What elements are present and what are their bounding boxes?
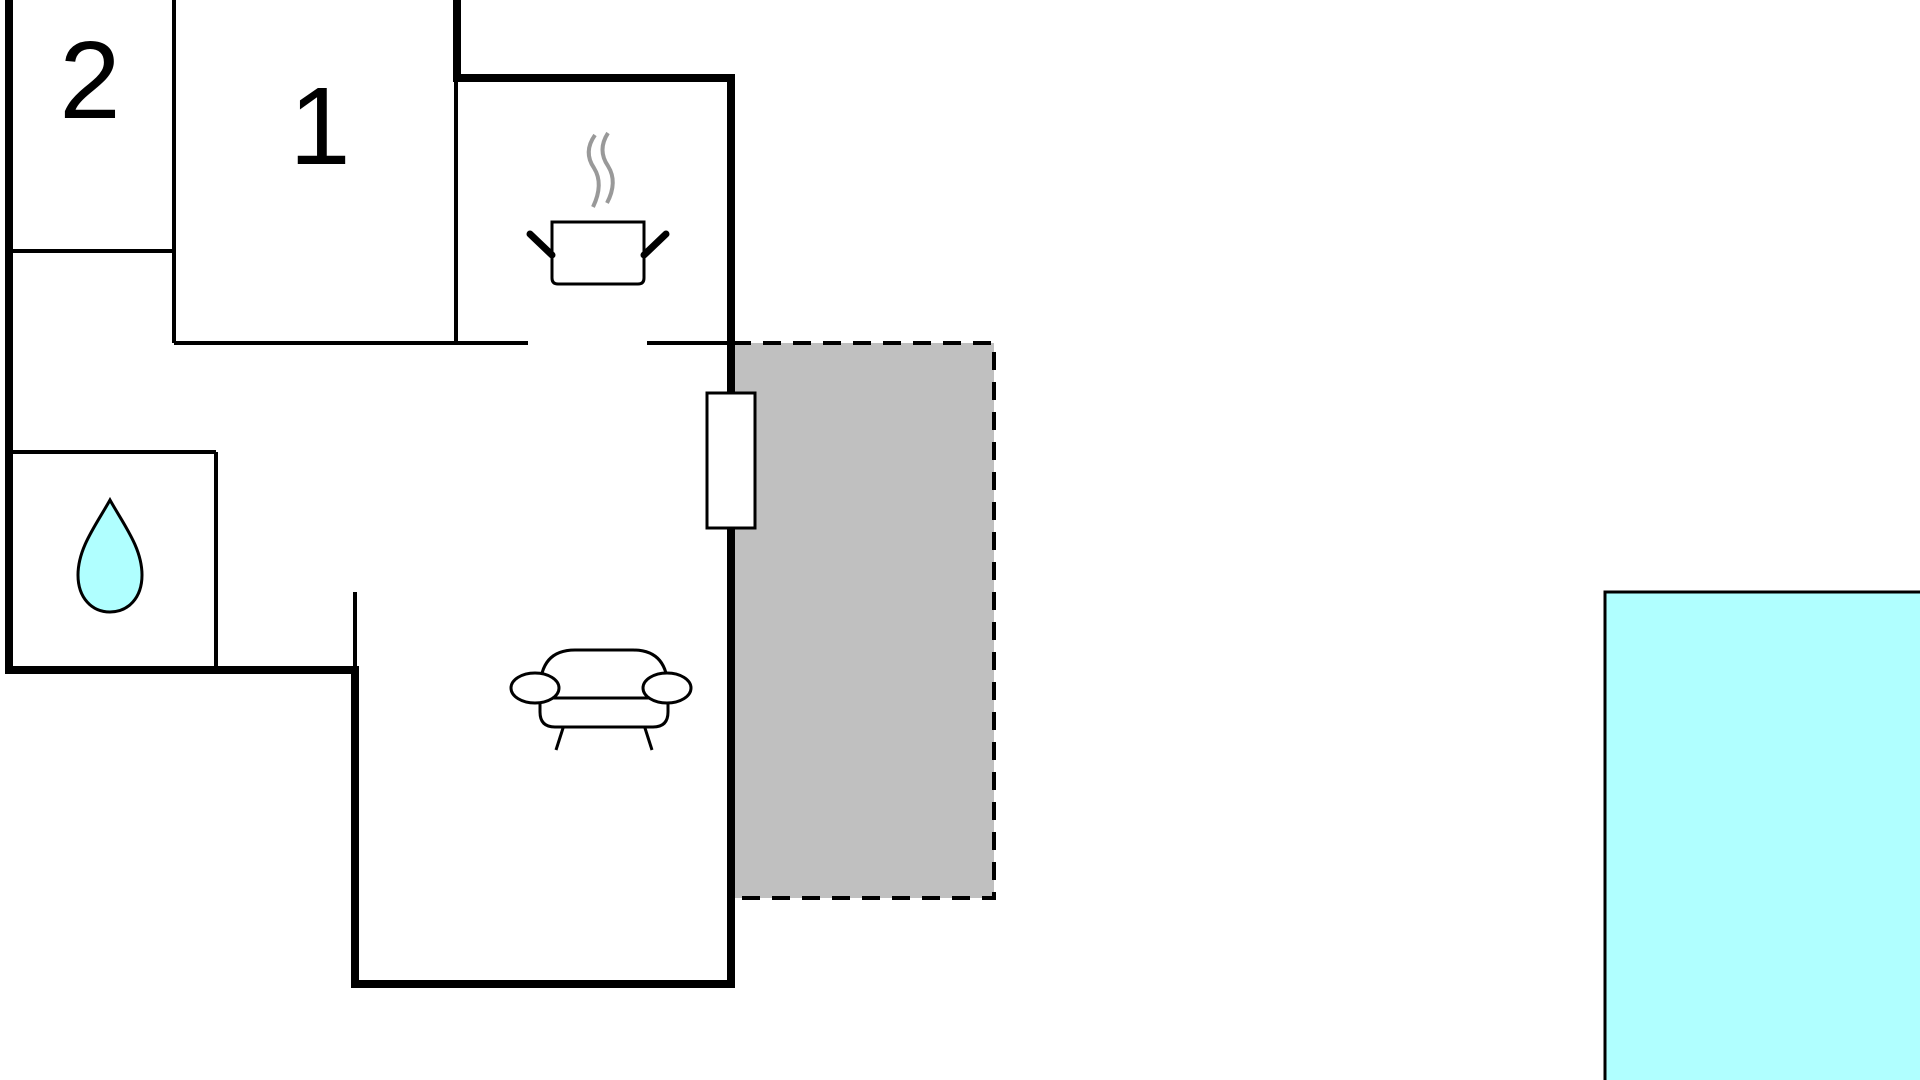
- interior-walls: [9, 0, 731, 672]
- water-drop-icon: [76, 496, 144, 614]
- outer-walls: [5, 0, 735, 988]
- cooking-pot-icon: [526, 131, 670, 286]
- room-2-label: 2: [59, 19, 120, 142]
- pool: [1603, 590, 1920, 1080]
- east-door: [705, 391, 757, 530]
- armchair-icon: [509, 648, 693, 751]
- room-1-label: 1: [289, 65, 350, 188]
- terrace-area: [731, 341, 996, 900]
